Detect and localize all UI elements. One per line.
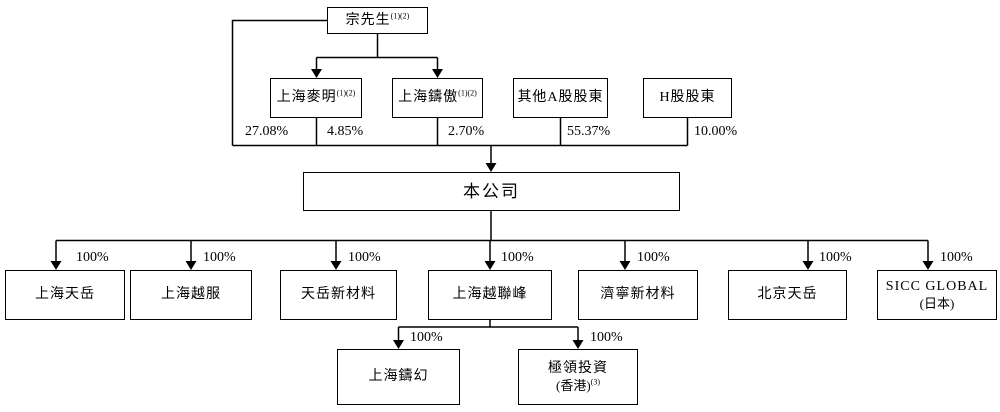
ownership-pct-subsidiary-2: 100%: [203, 250, 236, 265]
node-label: 天岳新材料: [301, 287, 376, 303]
node-h-shareholders: H股股東: [643, 78, 732, 118]
ownership-pct-subsidiary-6: 100%: [819, 250, 852, 265]
ownership-pct-h-share: 10.00%: [694, 124, 738, 139]
node-shanghai-zhuhuan: 上海鑄幻: [337, 349, 460, 405]
footnote-marker: (1)(2): [390, 11, 410, 21]
ownership-pct-zong-direct: 27.08%: [245, 124, 289, 139]
ownership-pct-third-level-2: 100%: [590, 330, 623, 345]
node-other-a-shareholders: 其他A股股東: [513, 78, 608, 118]
node-label: 本公司: [463, 181, 520, 201]
ownership-pct-subsidiary-1: 100%: [76, 250, 109, 265]
ownership-pct-maiming: 4.85%: [327, 124, 364, 139]
node-label: 北京天岳: [757, 287, 818, 303]
node-sicc-global-japan: SICC GLOBAL (日本): [877, 270, 997, 320]
node-the-company: 本公司: [303, 172, 680, 211]
ownership-pct-third-level-1: 100%: [410, 330, 443, 345]
footnote-marker: (1)(2): [336, 88, 356, 98]
footnote-marker: (1)(2): [458, 88, 477, 98]
node-label: 上海鑄傲(1)(2): [398, 88, 477, 106]
footnote-marker: (3): [590, 377, 600, 387]
node-shanghai-yuelianfeng: 上海越聯峰: [428, 270, 552, 320]
node-shanghai-tianyue: 上海天岳: [5, 270, 125, 320]
node-mr-zong: 宗先生(1)(2): [327, 7, 428, 34]
node-sublabel: (日本): [919, 295, 955, 311]
ownership-pct-subsidiary-7: 100%: [940, 250, 973, 265]
node-label: 濟寧新材料: [600, 287, 676, 303]
ownership-pct-zhuao: 2.70%: [448, 124, 485, 139]
node-label: 上海越聯峰: [452, 287, 528, 303]
node-sublabel: (香港)(3): [556, 377, 600, 393]
node-label: 宗先生(1)(2): [345, 11, 410, 28]
node-beijing-tianyue: 北京天岳: [728, 270, 847, 320]
ownership-pct-other-a: 55.37%: [567, 124, 611, 139]
node-label: 上海鑄幻: [368, 369, 429, 385]
node-label: H股股東: [659, 90, 716, 106]
node-label: 上海麥明(1)(2): [276, 88, 356, 106]
node-jiling-investment-hk: 極領投資 (香港)(3): [518, 349, 638, 405]
node-shanghai-maiming: 上海麥明(1)(2): [270, 78, 362, 118]
node-shanghai-yuefu: 上海越服: [130, 270, 252, 320]
node-label: 其他A股股東: [517, 90, 604, 106]
ownership-pct-subsidiary-5: 100%: [637, 250, 670, 265]
ownership-pct-subsidiary-4: 100%: [501, 250, 534, 265]
node-jining-new-materials: 濟寧新材料: [578, 270, 698, 320]
node-shanghai-zhuao: 上海鑄傲(1)(2): [392, 78, 483, 118]
node-label: SICC GLOBAL: [885, 279, 989, 295]
ownership-pct-subsidiary-3: 100%: [348, 250, 381, 265]
node-tianyue-new-materials: 天岳新材料: [280, 270, 397, 320]
node-label: 上海越服: [161, 287, 221, 303]
node-label: 極領投資: [548, 361, 608, 377]
node-label: 上海天岳: [35, 287, 95, 303]
